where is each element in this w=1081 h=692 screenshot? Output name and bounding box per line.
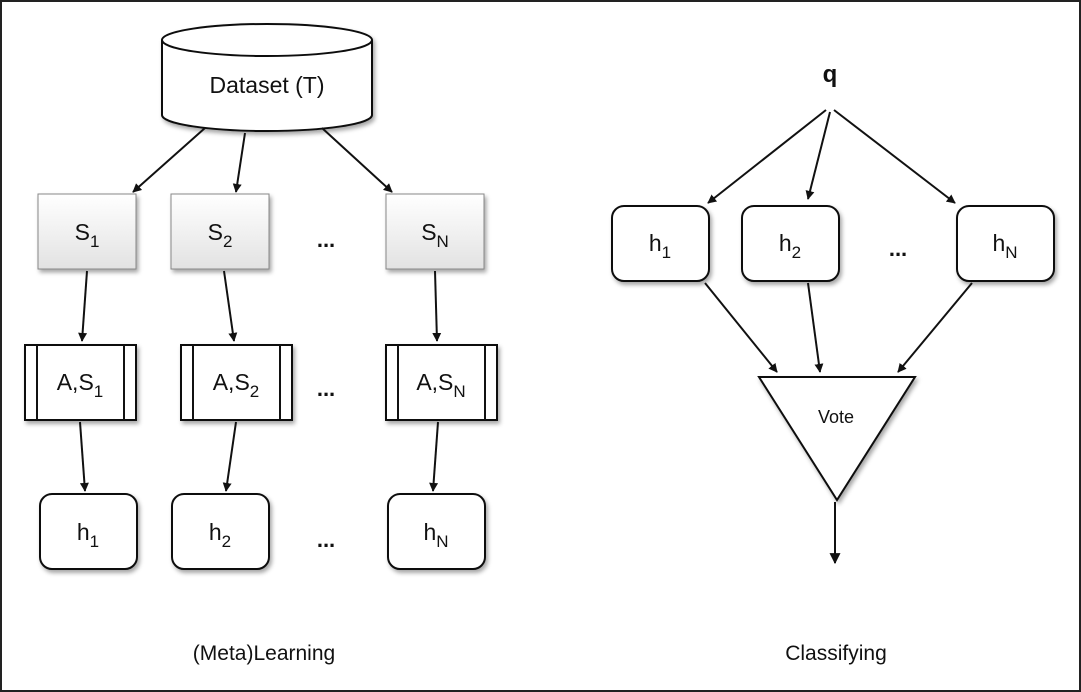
svg-text:A,S1: A,S1 bbox=[57, 369, 104, 401]
svg-text:A,S2: A,S2 bbox=[213, 369, 260, 401]
svg-text:h2: h2 bbox=[779, 230, 801, 262]
hypothesis-box-h2: h2 bbox=[171, 493, 270, 570]
ellipsis-learners: ... bbox=[317, 376, 335, 401]
svg-text:hN: hN bbox=[423, 519, 448, 551]
s1-sub: 1 bbox=[90, 232, 99, 251]
sn-sub: N bbox=[437, 232, 449, 251]
svg-text:S1: S1 bbox=[75, 219, 100, 251]
ellipsis-samples: ... bbox=[317, 227, 335, 252]
learner-box-a1: A,S1 bbox=[24, 344, 137, 421]
svg-text:h1: h1 bbox=[77, 519, 99, 551]
arrow-an-to-hn bbox=[429, 421, 439, 492]
learner-box-a2: A,S2 bbox=[180, 344, 293, 421]
sn-base: S bbox=[421, 219, 436, 245]
sample-box-sn: SN bbox=[385, 193, 485, 270]
vote-label: Vote bbox=[818, 407, 854, 427]
arrow-h2-to-vote bbox=[807, 282, 824, 373]
classifying-section: q h1 h2 ... hN Vote Classifying bbox=[611, 61, 1055, 665]
svg-text:h1: h1 bbox=[649, 230, 671, 262]
classifying-caption: Classifying bbox=[785, 642, 887, 665]
sample-box-s2: S2 bbox=[170, 193, 270, 270]
classify-hypothesis-h1: h1 bbox=[611, 205, 710, 282]
arrow-dataset-to-s1 bbox=[132, 127, 206, 193]
s2-base: S bbox=[208, 219, 223, 245]
arrow-a1-to-h1 bbox=[79, 421, 89, 492]
arrow-s2-to-a2 bbox=[223, 270, 238, 342]
meta-learning-caption: (Meta)Learning bbox=[193, 642, 335, 665]
arrow-h1-to-vote bbox=[704, 282, 778, 373]
arrow-hn-to-vote bbox=[897, 282, 973, 373]
arrow-dataset-to-s2 bbox=[232, 132, 246, 193]
s1-base: S bbox=[75, 219, 90, 245]
classify-ellipsis: ... bbox=[889, 236, 907, 261]
svg-text:h2: h2 bbox=[209, 519, 231, 551]
ellipsis-hypotheses: ... bbox=[317, 527, 335, 552]
svg-text:A,SN: A,SN bbox=[416, 369, 465, 401]
dataset-cylinder bbox=[161, 23, 373, 132]
dataset-label: Dataset (T) bbox=[209, 72, 324, 98]
hypothesis-box-hn: hN bbox=[387, 493, 486, 570]
hypothesis-box-h1: h1 bbox=[39, 493, 138, 570]
arrow-q-to-hn bbox=[833, 109, 956, 204]
arrow-s1-to-a1 bbox=[78, 270, 88, 342]
learner-box-an: A,SN bbox=[385, 344, 498, 421]
sample-box-s1: S1 bbox=[37, 193, 137, 270]
svg-text:SN: SN bbox=[421, 219, 449, 251]
arrow-a2-to-h2 bbox=[222, 421, 237, 492]
classify-hypothesis-h2: h2 bbox=[741, 205, 840, 282]
s2-sub: 2 bbox=[223, 232, 232, 251]
arrow-q-to-h2 bbox=[805, 111, 831, 200]
vote-triangle bbox=[757, 376, 917, 502]
arrow-dataset-to-sn bbox=[321, 127, 393, 193]
arrow-sn-to-an bbox=[432, 270, 442, 342]
svg-text:S2: S2 bbox=[208, 219, 233, 251]
classify-hypothesis-hn: hN bbox=[956, 205, 1055, 282]
arrow-q-to-h1 bbox=[707, 109, 827, 204]
svg-text:hN: hN bbox=[992, 230, 1017, 262]
meta-learning-section: Dataset (T) S1 S2 ... SN A,S1 bbox=[24, 23, 498, 665]
query-label: q bbox=[823, 61, 838, 88]
